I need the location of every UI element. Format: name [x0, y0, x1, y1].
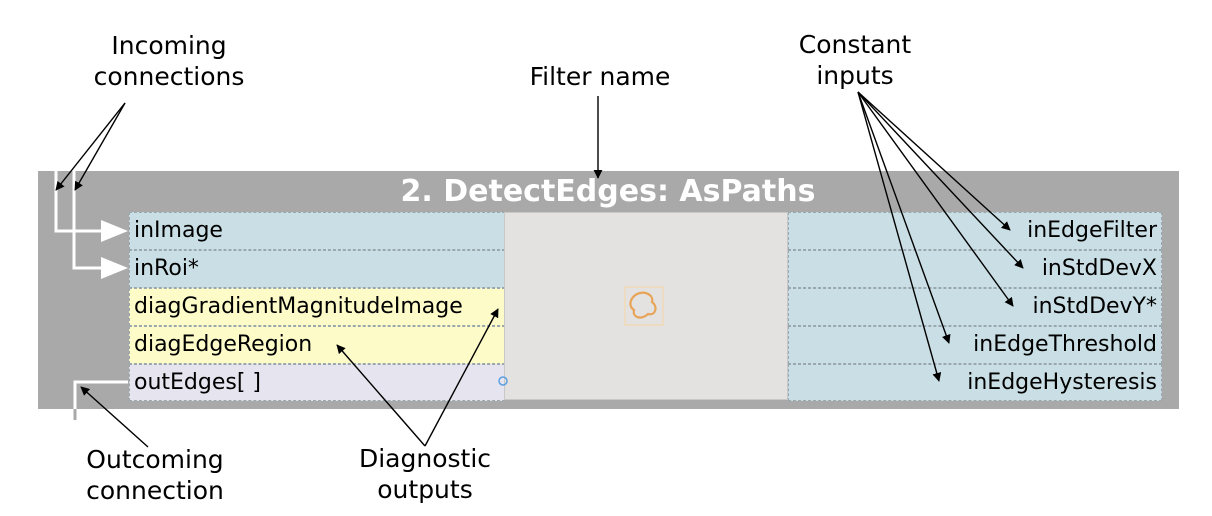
constant-input-inedgehysteresis[interactable]: inEdgeHysteresis	[788, 364, 1162, 401]
annotation-text: Diagnostic	[358, 444, 492, 473]
constant-input-inedgefilter[interactable]: inEdgeFilter	[788, 212, 1162, 250]
constant-input-instddevx[interactable]: inStdDevX	[788, 250, 1162, 288]
diagnostic-output-gradient-magnitude[interactable]: diagGradientMagnitudeImage	[129, 288, 505, 326]
output-port-outedges[interactable]: outEdges[ ]	[129, 364, 505, 401]
annotation-diagnostic-outputs: Diagnostic outputs	[330, 443, 520, 505]
annotation-text: Incoming	[111, 31, 227, 60]
annotation-text: Filter name	[529, 62, 671, 91]
annotation-text: Constant	[798, 30, 912, 59]
input-port-inimage[interactable]: inImage	[129, 212, 505, 250]
annotation-text: connection	[86, 476, 224, 505]
diagnostic-output-edge-region[interactable]: diagEdgeRegion	[129, 326, 505, 364]
constant-input-instddevy[interactable]: inStdDevY*	[788, 288, 1162, 326]
annotation-text: outputs	[377, 475, 473, 504]
filter-preview	[504, 212, 788, 400]
annotation-text: inputs	[816, 61, 894, 90]
input-port-inroi[interactable]: inRoi*	[129, 250, 505, 288]
constant-input-inedgethreshold[interactable]: inEdgeThreshold	[788, 326, 1162, 364]
annotation-outgoing-connection: Outcoming connection	[60, 444, 250, 506]
filter-title[interactable]: 2. DetectEdges: AsPaths	[400, 174, 816, 209]
annotation-filter-name: Filter name	[500, 61, 700, 92]
annotation-text: connections	[93, 62, 245, 91]
annotation-constant-inputs: Constant inputs	[760, 29, 950, 91]
annotation-text: Outcoming	[86, 445, 224, 474]
edge-path-icon	[624, 286, 664, 326]
annotation-incoming-connections: Incoming connections	[74, 30, 264, 92]
